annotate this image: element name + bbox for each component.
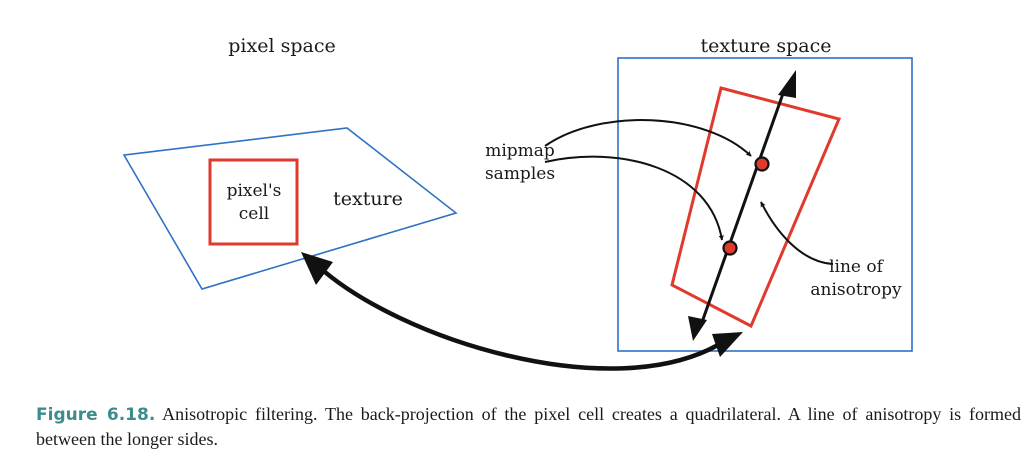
projection-double-arrow xyxy=(315,263,721,371)
figure-number: Figure 6.18. xyxy=(36,405,156,425)
figure-caption: Figure 6.18. Anisotropic filtering. The … xyxy=(36,402,1021,451)
mipmap-label-line1: mipmap xyxy=(485,141,555,161)
line-of-anisotropy-label-line1: line of xyxy=(829,257,885,277)
line-of-anisotropy-label-line2: anisotropy xyxy=(810,280,902,300)
pixel-cell-label-line2: cell xyxy=(239,204,269,224)
anisotropy-arrowhead-bottom xyxy=(688,316,707,341)
mipmap-arrow-upper xyxy=(544,119,752,157)
texture-projection-quad xyxy=(122,127,458,290)
anisotropy-arrowhead-top xyxy=(778,70,796,98)
mipmap-sample-lower xyxy=(722,240,738,256)
texture-space-title: texture space xyxy=(701,35,832,57)
line-of-anisotropy xyxy=(699,87,787,326)
pixel-cell xyxy=(208,158,299,246)
texture-label: texture xyxy=(333,188,403,210)
pixel-cell-label-line1: pixel's xyxy=(227,181,282,201)
back-projected-quad xyxy=(670,86,842,329)
texture-space-box xyxy=(617,57,913,352)
mipmap-label-line2: samples xyxy=(485,164,555,184)
line-of-anisotropy-pointer xyxy=(760,201,834,265)
projection-arrowhead-left xyxy=(301,252,333,285)
mipmap-sample-upper xyxy=(754,156,770,172)
pixel-space-title: pixel space xyxy=(228,35,335,57)
caption-text: Anisotropic filtering. The back-projecti… xyxy=(36,404,1022,449)
mipmap-arrow-lower xyxy=(544,155,724,241)
projection-arrowhead-right xyxy=(712,332,743,357)
